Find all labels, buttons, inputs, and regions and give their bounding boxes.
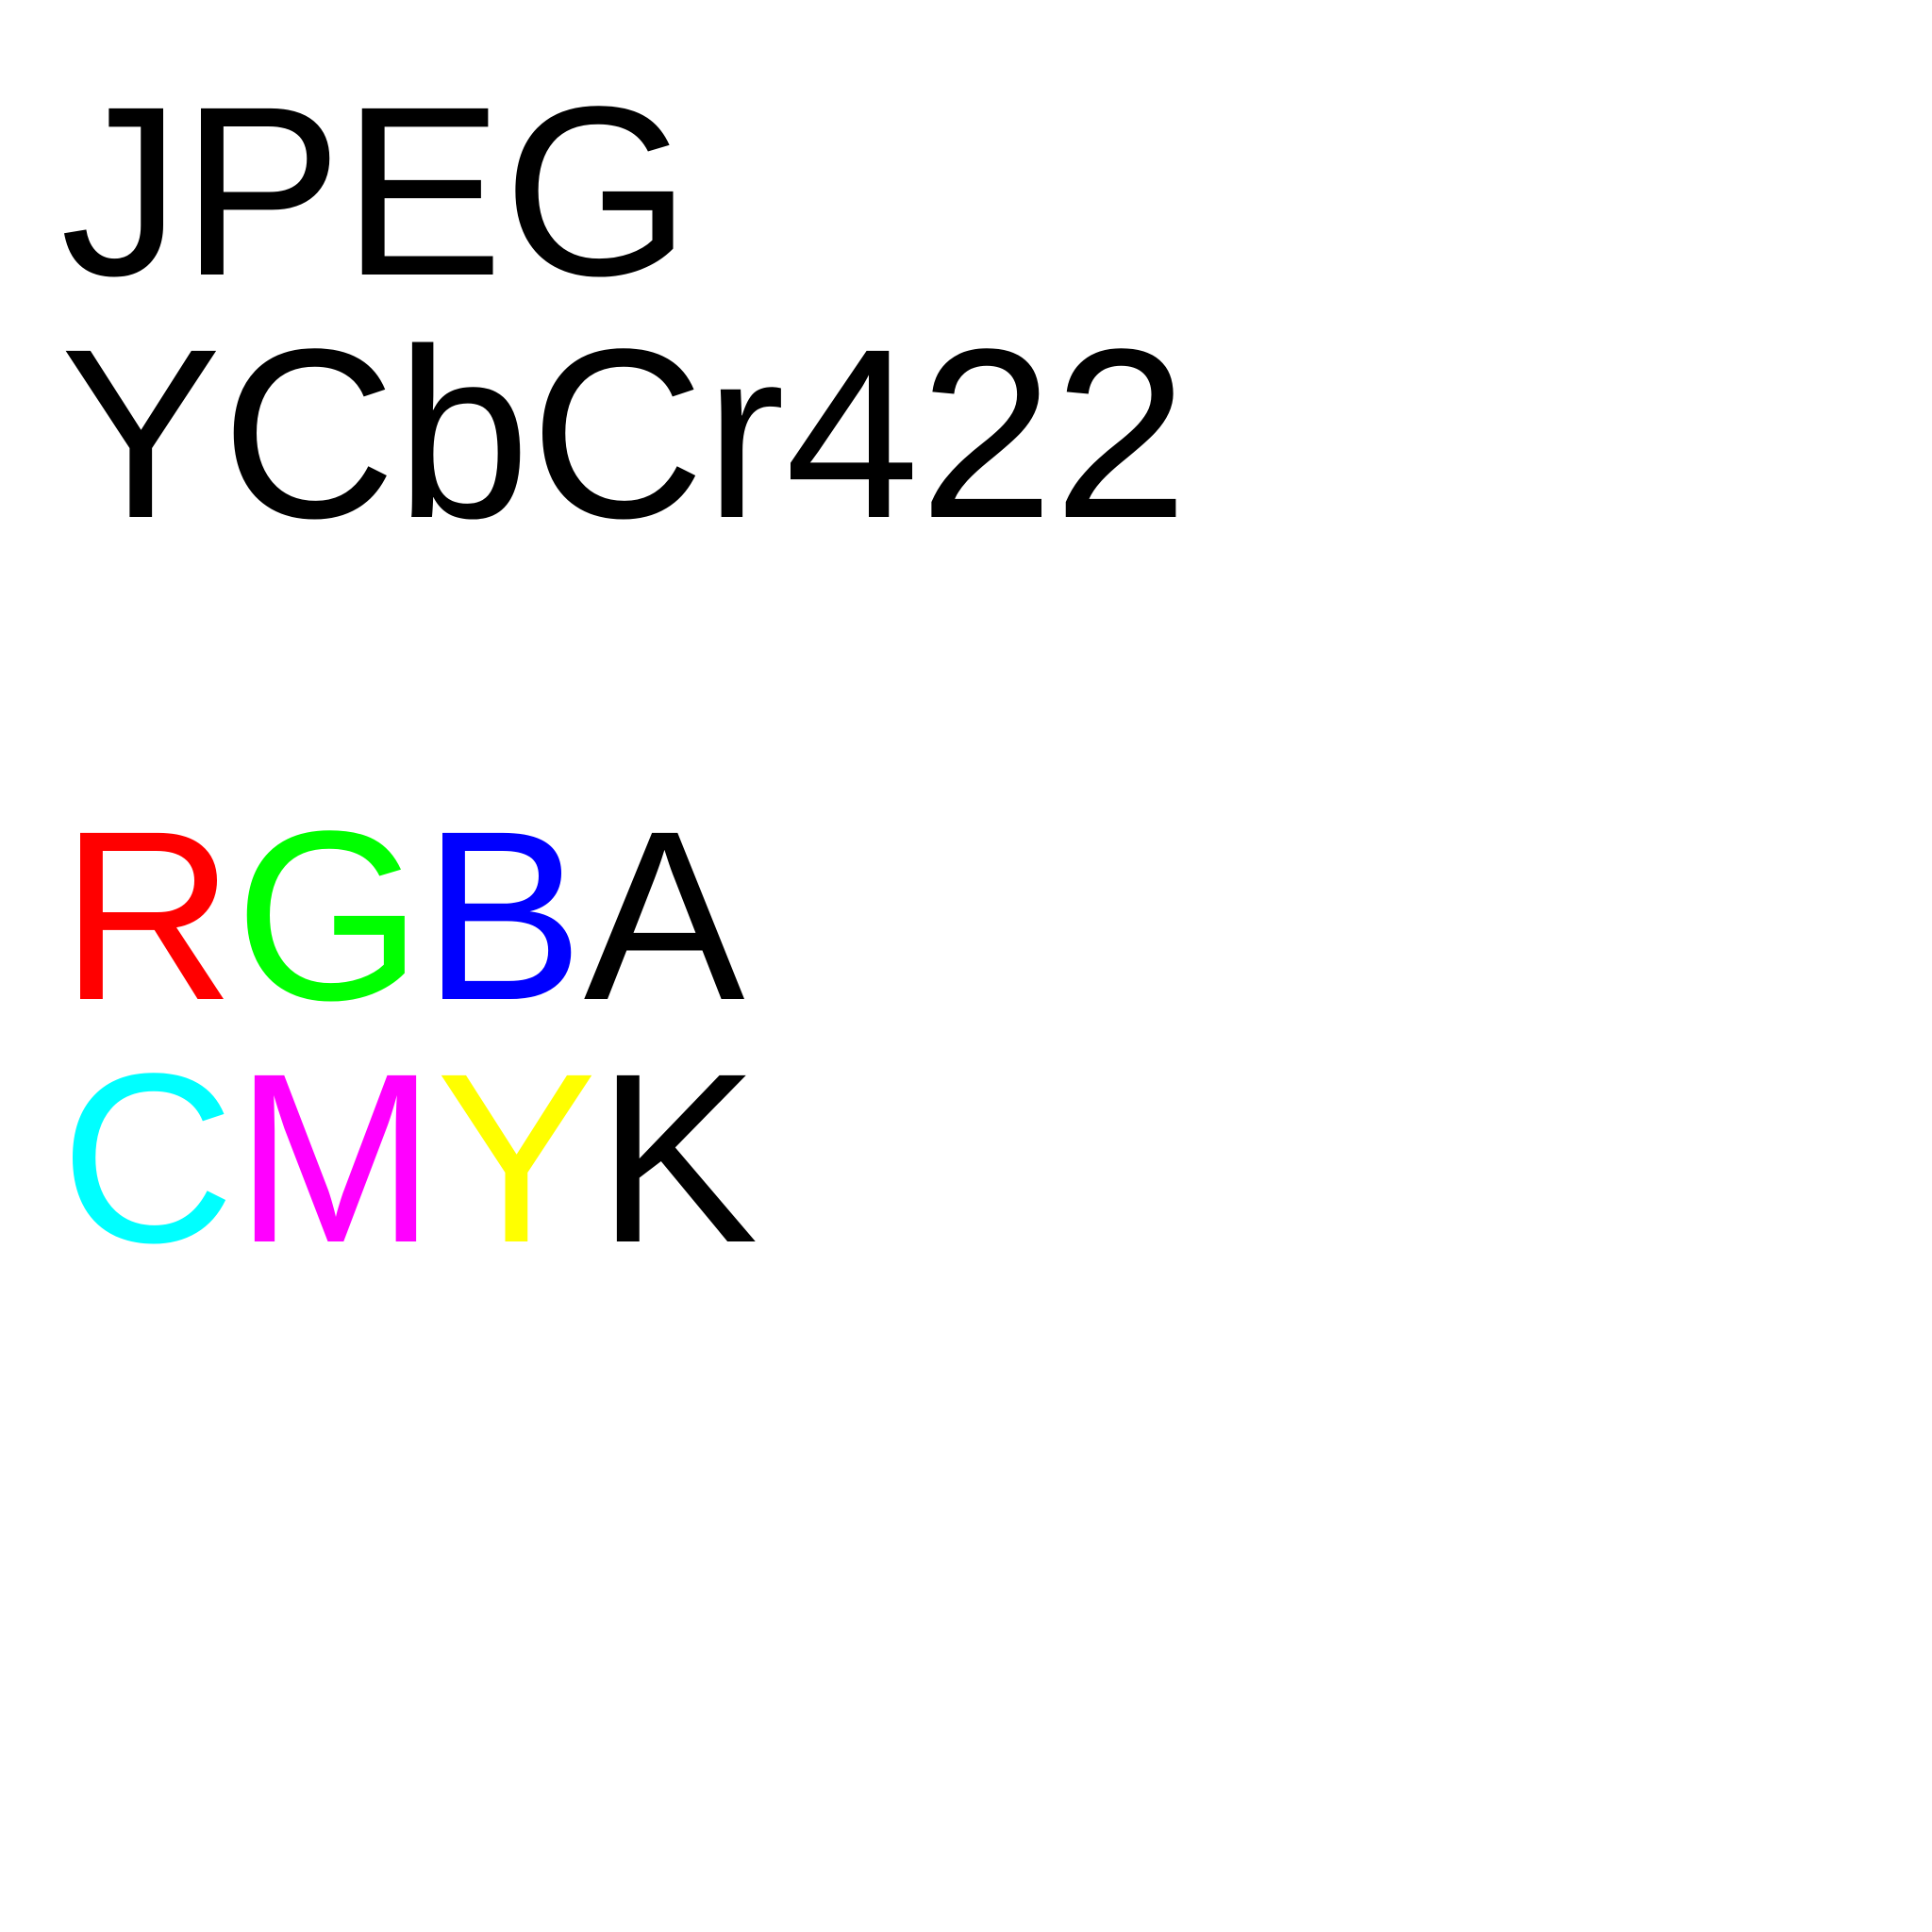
rgba-letter-r: R <box>60 781 235 1051</box>
rgba-letter-g: G <box>234 781 423 1051</box>
rgba-letter-b: B <box>423 781 584 1051</box>
cmyk-letter-y: Y <box>436 1024 597 1293</box>
rgba-letter-a: A <box>583 781 745 1051</box>
subsampling-label: YCbCr422 <box>60 299 1189 569</box>
cmyk-label: CMYK <box>60 1038 758 1279</box>
cmyk-letter-k: K <box>596 1024 758 1293</box>
cmyk-letter-c: C <box>60 1024 235 1293</box>
rgba-label: RGBA <box>60 795 745 1037</box>
format-label: JPEG <box>60 57 691 326</box>
cmyk-letter-m: M <box>234 1024 437 1293</box>
